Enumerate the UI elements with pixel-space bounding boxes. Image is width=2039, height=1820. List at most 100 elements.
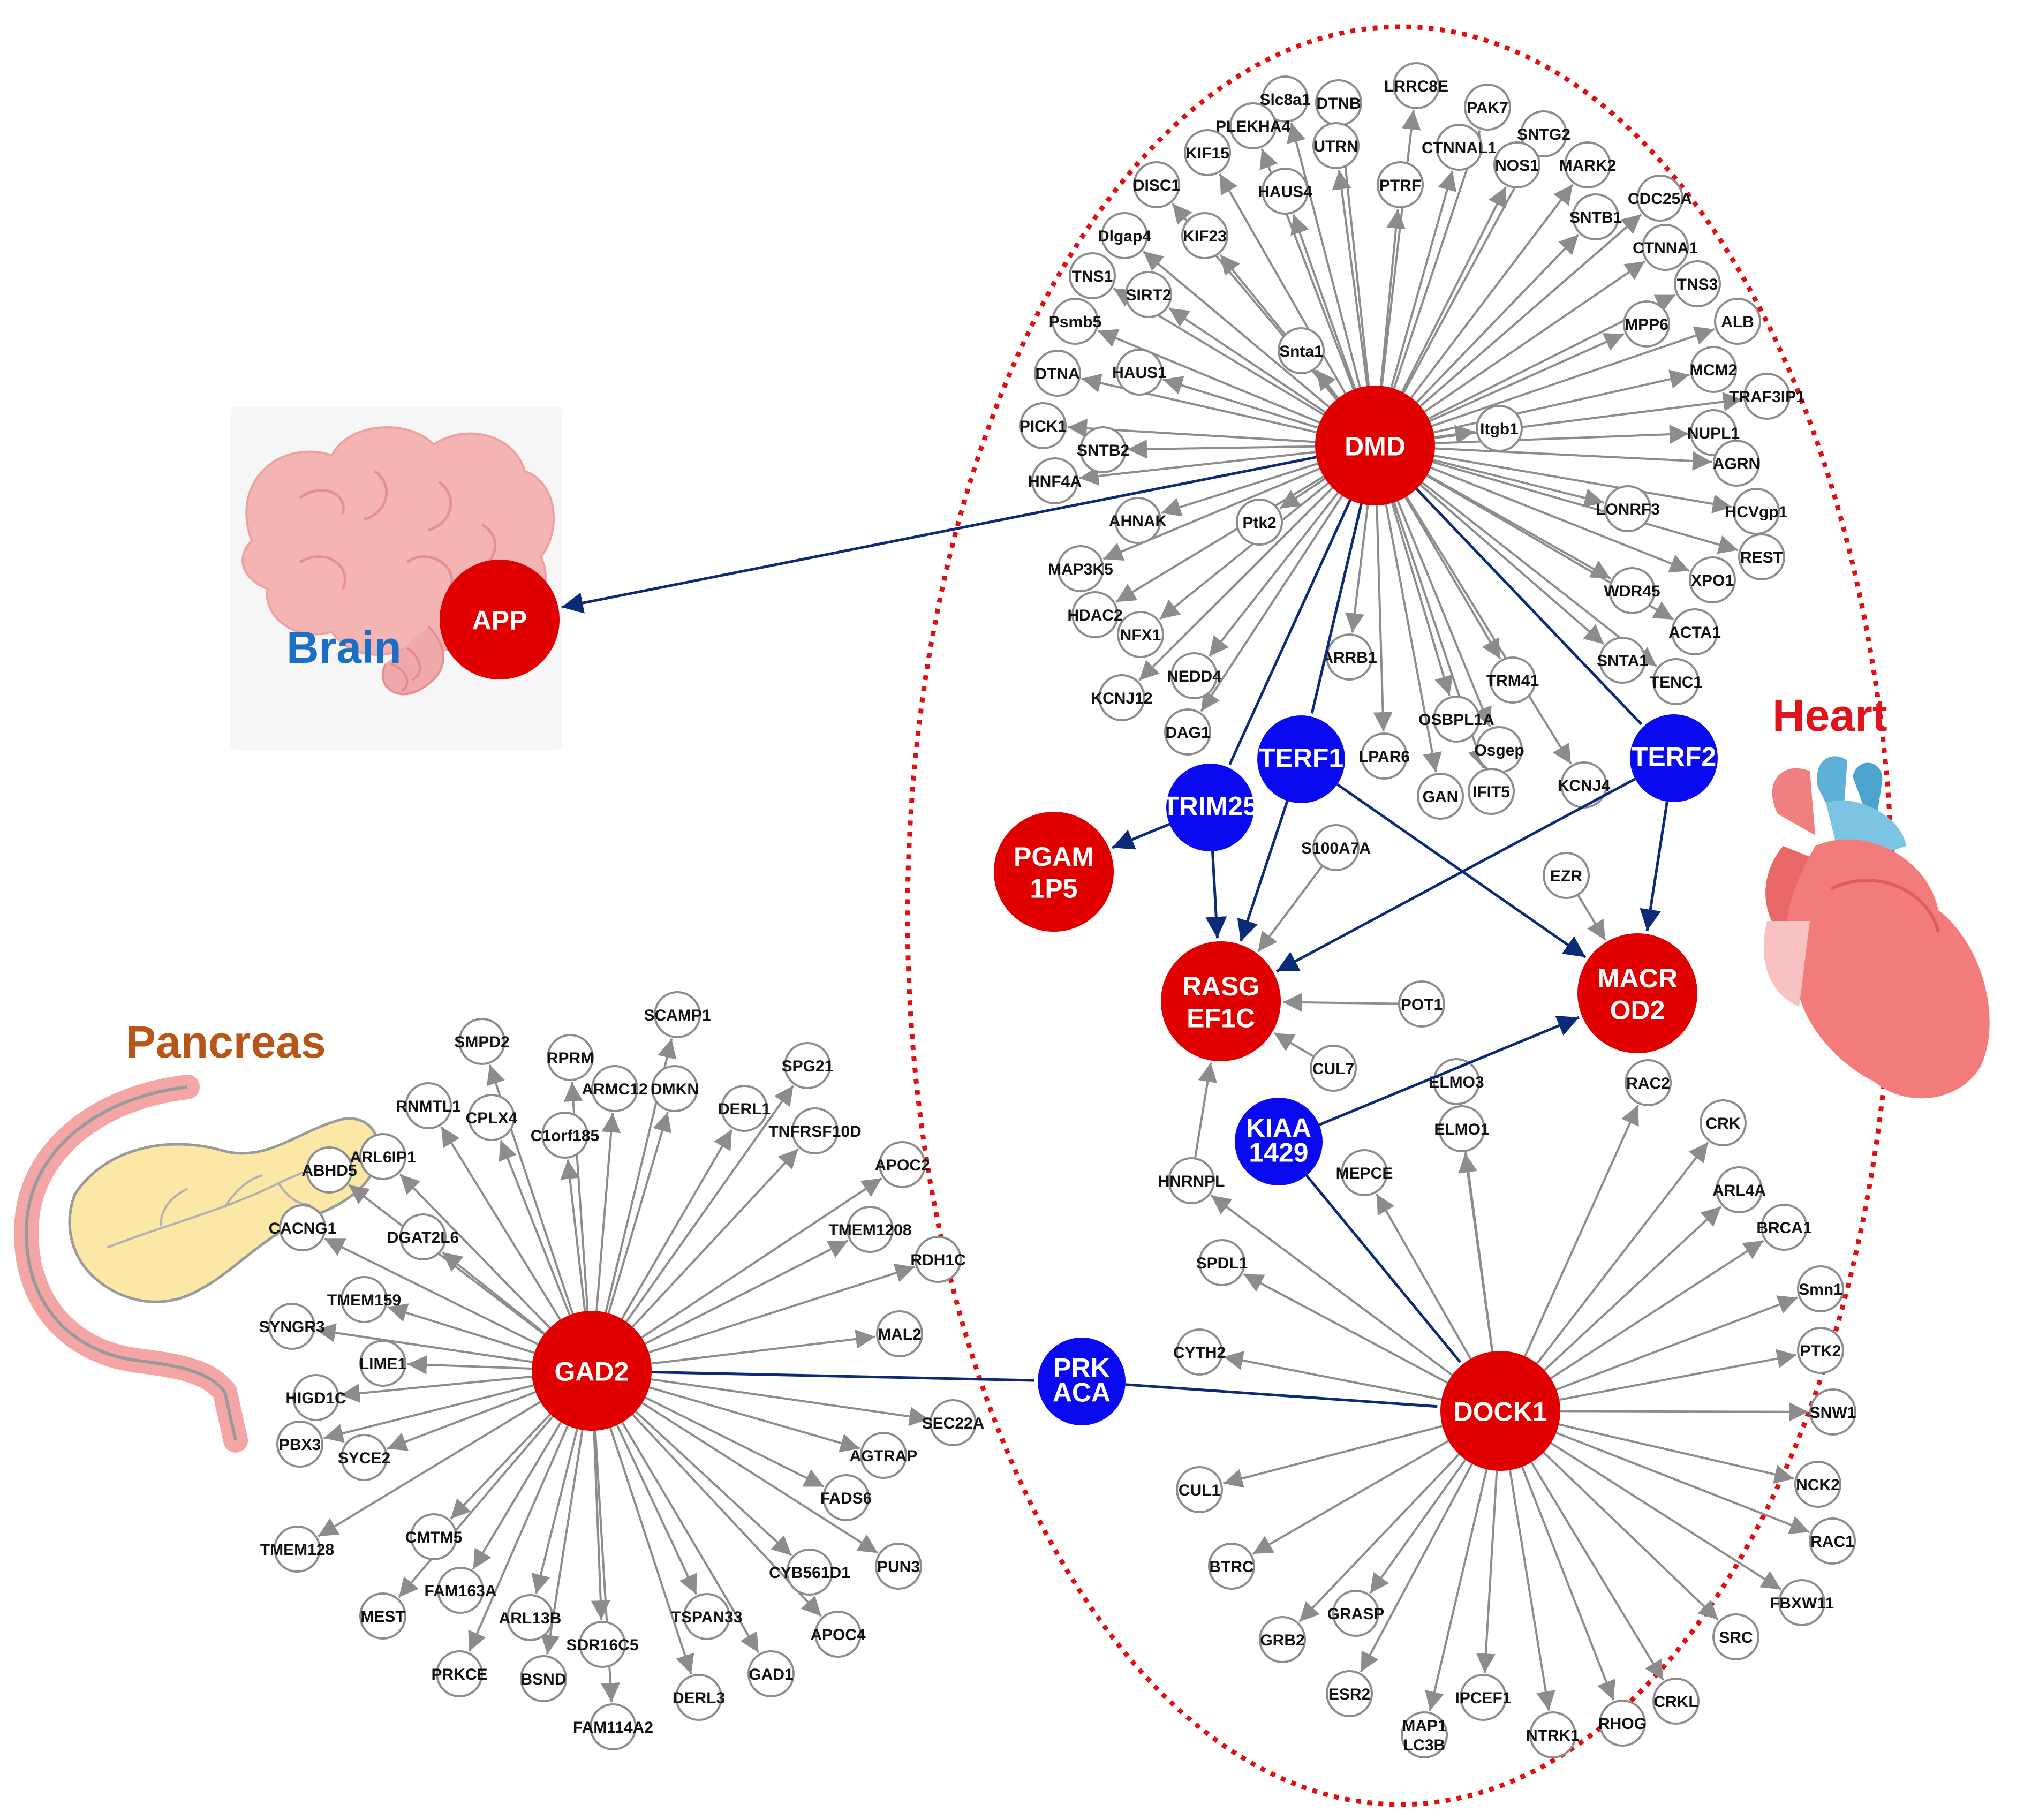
edge-gad2-to-prkce: [468, 1425, 569, 1652]
gene-node-hnrnpl: HNRNPL: [1158, 1157, 1225, 1204]
gene-node-label: HAUS1: [1112, 364, 1167, 382]
gene-node-ntrk1: NTRK1: [1526, 1711, 1580, 1758]
edge-dmd-to-hdac2: [1115, 475, 1325, 603]
hub-edge-kiaa1429-to-macrod2: [1318, 1015, 1580, 1126]
edge-ezr-to-macrod2: [1577, 894, 1606, 941]
gene-node-label: REST: [1740, 549, 1783, 567]
gene-node-tmem159: TMEM159: [327, 1276, 401, 1323]
gene-node-label: TMEM159: [327, 1292, 401, 1309]
hub-node-label: TERF1: [1259, 743, 1343, 773]
gene-node-label: RAC1: [1810, 1533, 1854, 1551]
edge-dmd-to-utrn: [1332, 170, 1369, 387]
gene-node-label: MARK2: [1559, 157, 1617, 175]
gene-node-label: APOC4: [810, 1626, 866, 1644]
brain-region-label: Brain: [286, 622, 402, 673]
gene-node-label: CUL7: [1312, 1060, 1354, 1078]
gene-node-brca1: BRCA1: [1756, 1204, 1812, 1251]
gene-node-gan: GAN: [1417, 773, 1464, 820]
gene-node-label: MAL2: [878, 1326, 922, 1343]
gene-node-acta1: ACTA1: [1668, 608, 1721, 655]
edge-dmd-to-cdc25a: [1419, 213, 1642, 407]
edge-gad2-to-cacng1: [324, 1237, 539, 1346]
gene-node-label: SRC: [1719, 1629, 1753, 1647]
gene-node-circle: [590, 1703, 637, 1750]
gene-node-circle: [654, 991, 701, 1038]
gene-node-circle: [721, 1085, 768, 1132]
gene-node-hdac2: HDAC2: [1067, 591, 1123, 638]
gene-node-circle: [1436, 124, 1483, 171]
gene-node-label: TNS1: [1072, 268, 1113, 285]
gene-node-circle: [341, 1434, 388, 1481]
edge-dmd-to-lonrf3: [1433, 459, 1604, 508]
gene-node-label: ARMC12: [582, 1081, 647, 1098]
gene-node-traf3ip1: TRAF3IP1: [1729, 373, 1805, 420]
edge-dock1-to-elmo1: [1458, 1153, 1493, 1352]
gene-node-circle: [651, 1065, 698, 1112]
gene-node-armc12: ARMC12: [582, 1065, 648, 1112]
gene-node-haus1: HAUS1: [1112, 349, 1167, 396]
gene-node-syce2: SYCE2: [338, 1434, 390, 1481]
edge-dmd-to-haus1: [1162, 376, 1318, 429]
gene-node-derl1: DERL1: [718, 1085, 771, 1132]
hub-node-circle: [532, 1311, 652, 1431]
gene-node-circle: [1133, 161, 1180, 208]
gene-node-mepce: MEPCE: [1336, 1149, 1393, 1196]
gene-node-sec22a: SEC22A: [922, 1399, 984, 1446]
edge-dock1-to-btrc: [1252, 1440, 1449, 1555]
edge-dock1-to-grasp: [1369, 1459, 1467, 1594]
gene-node-dlgap4: Dlgap4: [1098, 212, 1151, 259]
edge-dock1-to-rac1: [1555, 1432, 1810, 1534]
edge-dmd-to-mcm2: [1433, 369, 1690, 434]
gene-node-circle: [786, 1549, 833, 1596]
edge-dock1-to-cul1: [1222, 1425, 1443, 1488]
gene-node-circle: [276, 1421, 323, 1468]
edge-gad2-to-fads6: [645, 1396, 825, 1488]
gene-node-circle: [683, 1593, 730, 1640]
gene-node-label: FBXW11: [1770, 1595, 1834, 1612]
gene-node-bsnd: BSND: [520, 1655, 567, 1702]
edge-dmd-to-ctnnal1: [1390, 170, 1457, 388]
gene-node-lrrc8e: LRRC8E: [1384, 62, 1448, 109]
gene-node-label: ABHD5: [301, 1162, 357, 1180]
edge-dmd-to-map3k5: [1102, 467, 1320, 561]
edge-gad2-to-cmtm5: [450, 1413, 552, 1520]
edge-dmd-to-kcnj12: [1138, 487, 1334, 681]
edge-gad2-to-agtrap: [649, 1386, 860, 1453]
gene-node-kif15: KIF15: [1184, 129, 1231, 176]
hub-nodes-layer: APPDMDPGAM1P5RASGEF1CMACROD2DOCK1GAD2TER…: [440, 386, 1718, 1471]
gene-node-label: TNS3: [1677, 276, 1718, 293]
gene-node-circle: [876, 1310, 923, 1357]
hub-node-circle: [1630, 714, 1718, 802]
gene-node-pun3: PUN3: [875, 1543, 922, 1590]
gene-node-circle: [1572, 193, 1619, 240]
gene-node-mcm2: MCM2: [1690, 346, 1737, 393]
gene-node-label: ELMO1: [1434, 1121, 1489, 1138]
gene-node-circle: [1433, 696, 1480, 743]
gene-node-nos1: NOS1: [1493, 141, 1540, 188]
pancreas-illustration: [14, 1075, 380, 1453]
gene-node-label: ARL4A: [1712, 1182, 1766, 1199]
hub-node-dmd: DMD: [1315, 386, 1435, 505]
gene-node-circle: [1310, 1045, 1357, 1092]
gene-node-esr2: ESR2: [1326, 1670, 1373, 1717]
gene-node-kif23: KIF23: [1181, 212, 1228, 259]
gene-node-elmo1: ELMO1: [1434, 1105, 1490, 1152]
edge-dmd-to-mark2: [1410, 184, 1574, 398]
gene-node-circle: [1069, 252, 1116, 299]
gene-node-nck2: NCK2: [1794, 1461, 1841, 1508]
gene-node-label: LC3B: [1403, 1736, 1445, 1754]
gene-node-circle: [1034, 350, 1081, 397]
gene-node-rprm: RPRM: [547, 1034, 594, 1081]
gene-node-cdc25a: CDC25A: [1628, 175, 1692, 222]
edge-gad2-to-cplx4: [499, 1140, 571, 1316]
hub-edges-layer: [561, 456, 1668, 1408]
gene-node-crk: CRK: [1700, 1099, 1747, 1146]
gene-node-ctnna1: CTNNA1: [1633, 224, 1698, 271]
gene-node-label: MEPCE: [1336, 1165, 1393, 1182]
gene-node-derl3: DERL3: [673, 1674, 725, 1721]
gene-node-circle: [860, 1432, 907, 1479]
gene-node-pick1: PICK1: [1020, 402, 1067, 449]
gene-node-circle: [1714, 298, 1761, 345]
gene-node-wdr45: WDR45: [1604, 567, 1660, 614]
